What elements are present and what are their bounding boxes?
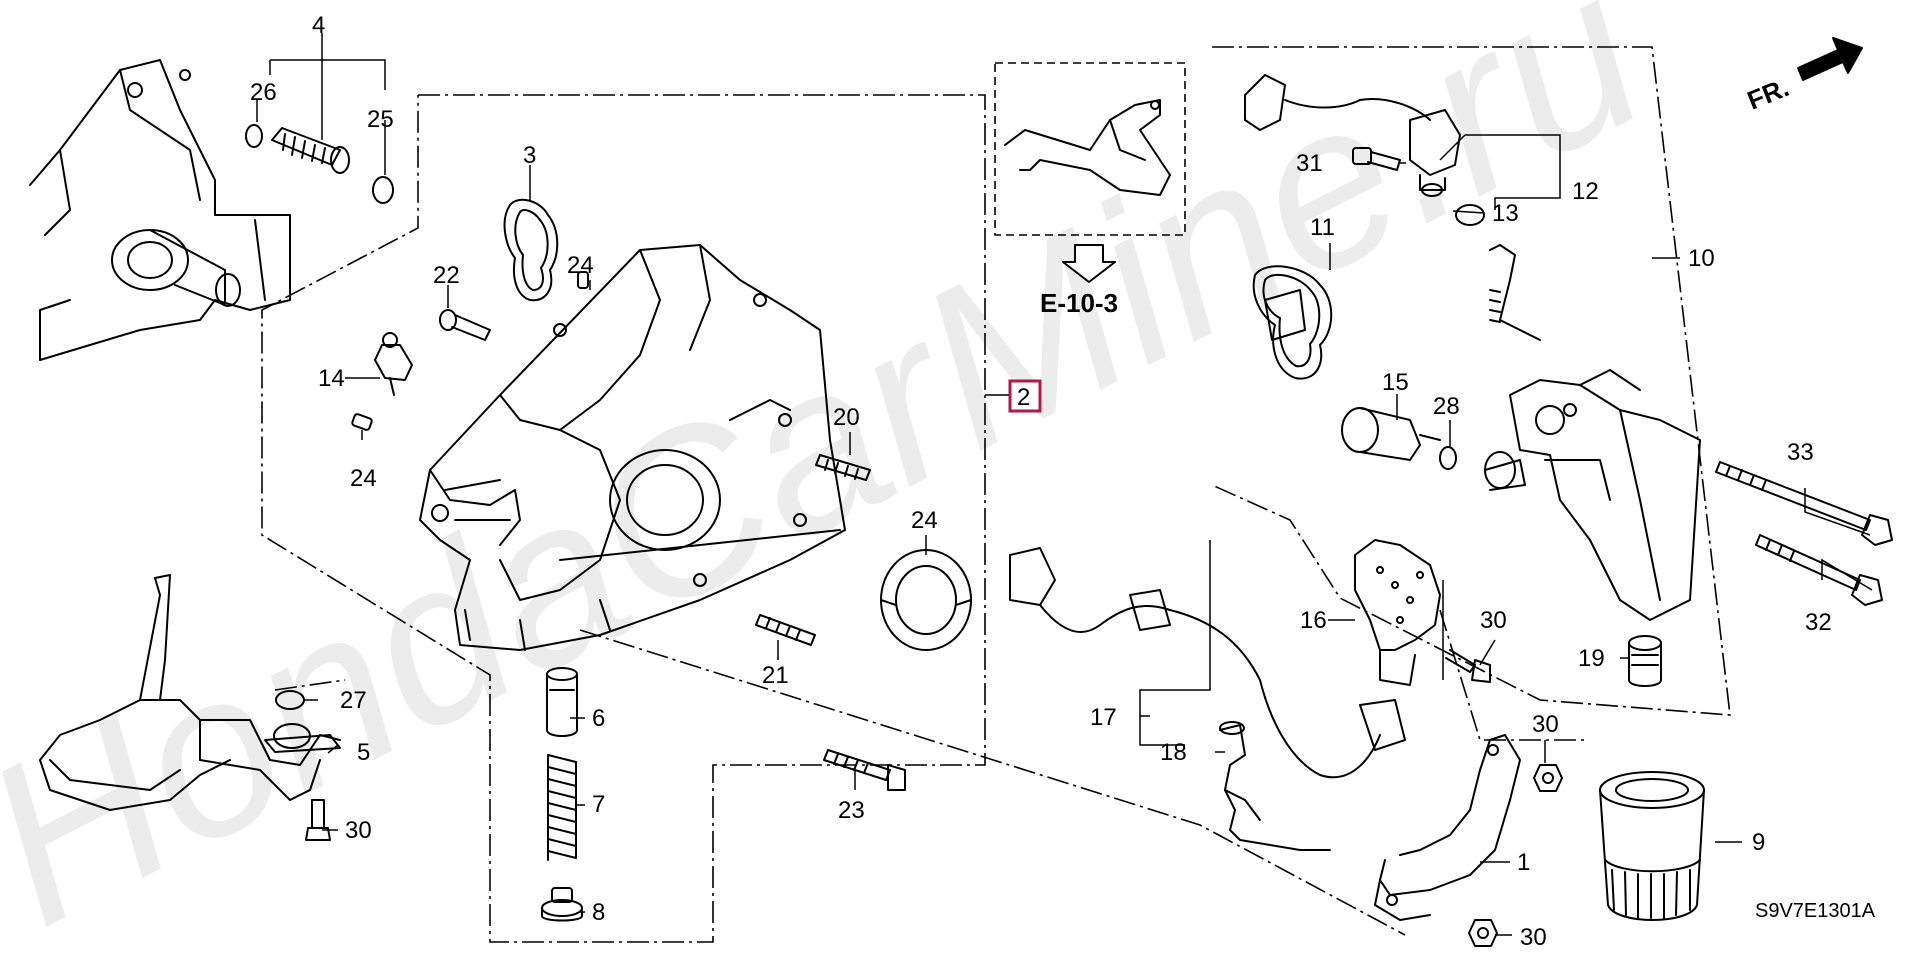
bracket-1 [1374,734,1521,921]
diagram-code: S9V7E1301A [1755,900,1876,922]
callout-1: 1 [1517,849,1530,876]
callout-11: 11 [1310,214,1335,241]
callout-27: 26 [250,79,277,106]
sensor-group-boundary [1211,46,1731,716]
position-sensor-16 [1354,539,1441,686]
oil-pump-group-boundary [261,94,986,943]
callout-15: 15 [1382,369,1409,396]
callout-5: 5 [357,739,370,766]
dowel-pin-24-upper [577,271,589,289]
reference-boundary [994,62,1186,236]
gasket-11 [1252,265,1333,380]
oil-filter-9 [1599,771,1705,921]
control-valve-body-10 [1484,244,1701,621]
callout-32: 30 [1480,607,1507,634]
callout-22: 22 [433,262,460,289]
bolt-22 [439,309,491,341]
callout-34: 32 [1805,609,1832,636]
part-drawings [29,37,1893,947]
gasket-3 [503,198,559,302]
callout-2: 2 [1017,384,1030,411]
nut-30-upper [1533,764,1563,792]
front-direction-arrow [1797,37,1863,81]
relief-valve-6 [546,667,578,737]
callout-6: 6 [592,705,605,732]
dowel-pin-24-lower [351,413,373,431]
callout-10: 10 [1688,245,1715,272]
direction-label: FR. [1743,72,1793,116]
flange-bolt-23 [823,749,906,791]
oil-pump-housing-2 [419,244,846,651]
group-boundaries [261,46,1731,943]
callout-18: 18 [1160,739,1187,766]
sensor-12 [1244,74,1461,197]
nut-30-lower [1468,919,1498,947]
o-ring-13 [1455,204,1485,226]
callout-25: 24 [911,507,938,534]
engine-block-fragment [29,59,291,361]
callout-3: 3 [523,142,536,169]
spool-valve-4 [271,127,350,174]
callout-28: 27 [340,687,367,714]
bolt-34 [1755,534,1883,606]
callout-24-upper: 24 [567,252,594,279]
reference-arrow [1062,244,1116,283]
callout-24-lower: 24 [350,465,377,492]
stud-bolt-21 [755,614,816,646]
callout-30-lower: 30 [1520,924,1547,951]
harness-bracket [1004,99,1171,196]
bolt-35 [1715,461,1893,546]
oil-pressure-switch-14 [374,332,413,396]
callout-12: 12 [1572,178,1599,205]
callout-7: 7 [592,791,605,818]
hose-leader-line [1439,609,1585,741]
callout-13: 13 [1492,200,1519,227]
o-ring-29 [1439,446,1457,470]
callout-29: 28 [1433,393,1460,420]
callout-2-highlight: 2 [1008,379,1042,413]
oil-seal-25 [880,549,972,651]
callout-23: 23 [838,797,865,824]
sensor-15 [1341,407,1441,461]
plug-19 [1628,635,1662,687]
callout-9: 9 [1752,829,1765,856]
callout-33: 31 [1296,150,1323,177]
callout-35: 33 [1787,439,1814,466]
callout-26: 25 [367,106,394,133]
o-ring-27 [245,124,263,148]
strainer-leader-line [274,679,346,691]
callout-labels: 4 26 25 3 22 24 14 24 20 24 21 6 7 8 23 … [250,12,1832,951]
oil-strainer-5 [39,574,341,811]
o-ring-26 [372,176,394,204]
leader-lines [256,33,1873,936]
callout-30-upper: 30 [1532,711,1559,738]
callout-21: 21 [762,662,789,689]
bolt-31 [305,799,331,841]
callout-19: 19 [1578,645,1605,672]
callout-16: 16 [1300,607,1327,634]
callout-8: 8 [592,899,605,926]
callout-14: 14 [318,365,345,392]
bracket-leader-line [579,629,1406,936]
bolt-33 [1352,147,1401,171]
bolt-32 [1445,649,1491,683]
callout-20: 20 [833,404,860,431]
callout-31: 30 [345,817,372,844]
wire-harness-17 [1009,547,1406,779]
sensor-18 [1219,721,1331,851]
callout-17: 17 [1090,704,1117,731]
relief-spring-7 [547,754,577,861]
callout-4: 4 [312,12,325,39]
sealing-bolt-8 [541,887,583,922]
stud-bolt-20 [815,454,871,481]
reference-label: E-10-3 [1040,288,1118,318]
